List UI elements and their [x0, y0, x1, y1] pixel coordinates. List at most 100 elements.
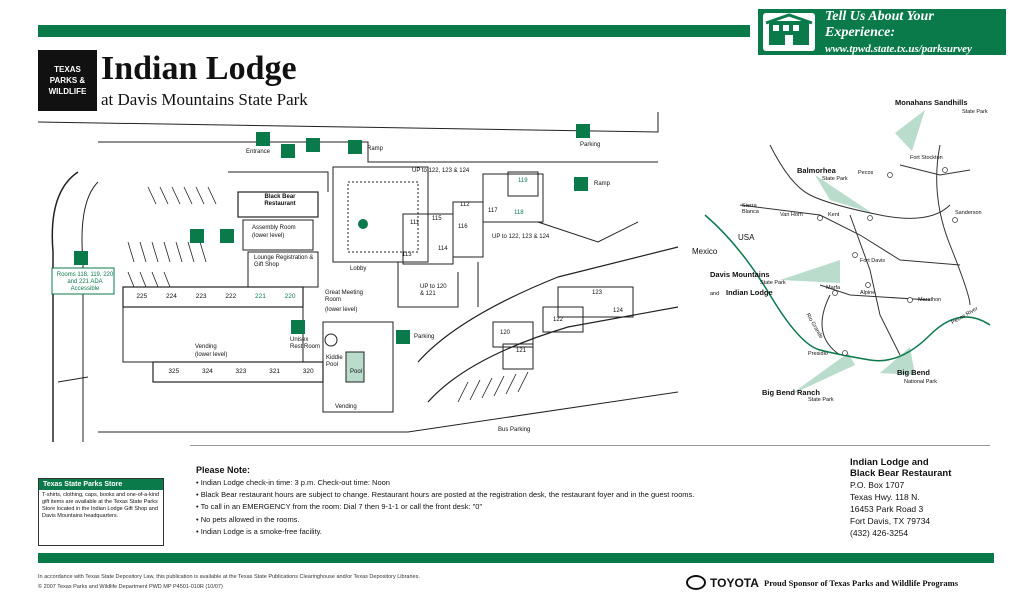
room-number: 115 — [432, 216, 442, 222]
room-number: 120 — [500, 330, 511, 336]
label-usa: USA — [738, 233, 755, 242]
label-mexico: Mexico — [692, 247, 718, 256]
address-name-2: Black Bear Restaurant — [850, 468, 952, 479]
label-pool: Pool — [350, 369, 363, 375]
label-marathon: Marathon — [918, 297, 942, 303]
notes-title: Please Note: — [196, 465, 251, 475]
label-monahans: Monahans Sandhills — [895, 98, 968, 107]
survey-banner[interactable]: Tell Us About Your Experience: www.tpwd.… — [758, 9, 1006, 55]
rooms-lower-row: 325 324 323 321 320 — [157, 368, 325, 375]
room-number: 225 — [136, 293, 148, 300]
room-number: 117 — [488, 208, 498, 214]
fine-print-1: In accordance with Texas State Depositor… — [38, 574, 420, 580]
label-balmorhea: Balmorhea — [797, 166, 836, 175]
room-number: 114 — [438, 246, 448, 252]
address-line: 16453 Park Road 3 — [850, 504, 924, 514]
label-restaurant: Black Bear Restaurant — [264, 194, 296, 207]
label-sanderson: Sanderson — [955, 210, 982, 216]
label-parking-top: Parking — [580, 142, 601, 148]
label-unisex: Unisex Rest Room — [290, 337, 321, 350]
room-number: 118 — [514, 210, 524, 216]
room-number: 122 — [553, 317, 564, 323]
label-fort-davis: Fort Davis — [860, 258, 886, 264]
tpwd-logo: TEXAS PARKS & WILDLIFE — [38, 50, 97, 111]
label-van-horn: Van Horn — [780, 212, 803, 218]
room-number: 121 — [516, 348, 527, 354]
regional-map — [704, 110, 991, 395]
label-pecos: Pecos — [858, 170, 874, 176]
label-bus-parking: Bus Parking — [498, 427, 531, 433]
label-entrance: Entrance — [246, 149, 271, 155]
note-item: Indian Lodge is a smoke-free facility. — [196, 526, 694, 538]
room-number: 221 — [255, 293, 266, 300]
label-big-bend-ranch: Big Bend Ranch — [762, 388, 820, 397]
fine-print-2: © 2007 Texas Parks and Wildlife Departme… — [38, 584, 223, 590]
room-number: 323 — [235, 368, 247, 375]
toyota-text: TOYOTA — [710, 575, 759, 590]
page-title: Indian Lodge — [101, 50, 297, 87]
label-ramp-1: Ramp — [367, 146, 384, 152]
label-up-1: UP to 122, 123 & 124 — [412, 168, 470, 174]
label-vending-1: Vending — [195, 344, 217, 350]
label-rio-grande: Rio Grande — [804, 312, 824, 340]
room-number: 124 — [613, 308, 624, 314]
label-vending-2: Vending — [335, 404, 357, 410]
logo-text-2: PARKS & — [49, 76, 86, 85]
label-great-meeting: Great Meeting Room — [325, 290, 364, 303]
label-presidio: Presidio — [808, 351, 828, 357]
room-number: 113 — [402, 252, 412, 258]
address-line: Fort Davis, TX 79734 — [850, 516, 931, 526]
label-monahans-sub: State Park — [962, 109, 988, 115]
label-kiddie: Kiddie Pool — [326, 355, 343, 368]
label-big-bend-sub: National Park — [904, 379, 938, 385]
sponsor-text: Proud Sponsor of Texas Parks and Wildlif… — [764, 578, 959, 588]
room-number: 112 — [460, 202, 470, 208]
label-sierra-blanca: Sierra Blanca — [742, 203, 759, 215]
label-ada: Rooms 118, 119, 220 and 221 ADA Accessib… — [56, 272, 114, 292]
room-number: 325 — [168, 368, 180, 375]
label-ramp-2: Ramp — [594, 181, 611, 187]
survey-building-icon — [763, 13, 815, 51]
logo-text-1: TEXAS — [54, 65, 81, 74]
room-number: 116 — [458, 224, 468, 230]
label-great-meeting-sub: (lower level) — [325, 307, 358, 313]
room-number: 123 — [592, 290, 603, 296]
lodge-floor-plan — [38, 112, 679, 442]
address-name-1: Indian Lodge and — [850, 457, 929, 468]
divider — [190, 445, 990, 446]
label-davis-sub: State Park — [760, 280, 786, 286]
address-line: P.O. Box 1707 — [850, 480, 905, 490]
top-green-bar — [38, 25, 750, 37]
survey-url[interactable]: www.tpwd.state.tx.us/parksurvey — [825, 43, 972, 55]
bottom-green-bar — [38, 553, 994, 563]
label-big-bend: Big Bend — [897, 368, 930, 377]
label-lobby: Lobby — [350, 266, 367, 272]
fine-print: In accordance with Texas State Depositor… — [38, 572, 420, 592]
room-number: 111 — [410, 220, 420, 226]
label-lounge: Lounge Registration & Gift Shop — [254, 255, 314, 268]
label-marfa: Marfa — [826, 285, 841, 291]
label-indian-lodge: Indian Lodge — [726, 288, 773, 297]
address-line: Texas Hwy. 118 N. — [850, 492, 920, 502]
label-big-bend-ranch-sub: State Park — [808, 397, 834, 403]
label-and: and — [710, 291, 720, 297]
regional-map-labels: Monahans Sandhills State Park Balmorhea … — [692, 95, 1000, 405]
label-alpine: Alpine — [860, 290, 876, 296]
label-davis-mountains: Davis Mountains — [710, 270, 770, 279]
label-fort-stockton: Fort Stockton — [910, 155, 943, 161]
room-number: 222 — [225, 293, 237, 300]
address-block: Indian Lodge and Black Bear Restaurant P… — [850, 457, 951, 539]
room-number: 321 — [269, 368, 280, 375]
label-kent: Kent — [828, 212, 840, 218]
label-pecos-river: Pecos River — [950, 305, 980, 327]
note-item: No pets allowed in the rooms. — [196, 514, 694, 526]
address-phone: (432) 426-3254 — [850, 528, 909, 538]
room-number: 320 — [302, 368, 314, 375]
page-subtitle: at Davis Mountains State Park — [101, 90, 308, 109]
label-parking-2: Parking — [414, 334, 435, 340]
logo-text-3: WILDLIFE — [48, 87, 87, 96]
room-number: 119 — [518, 178, 528, 184]
label-up-3: UP to 120 & 121 — [420, 284, 447, 297]
toyota-logo: TOYOTA — [686, 575, 759, 590]
toyota-emblem-icon — [686, 575, 706, 590]
